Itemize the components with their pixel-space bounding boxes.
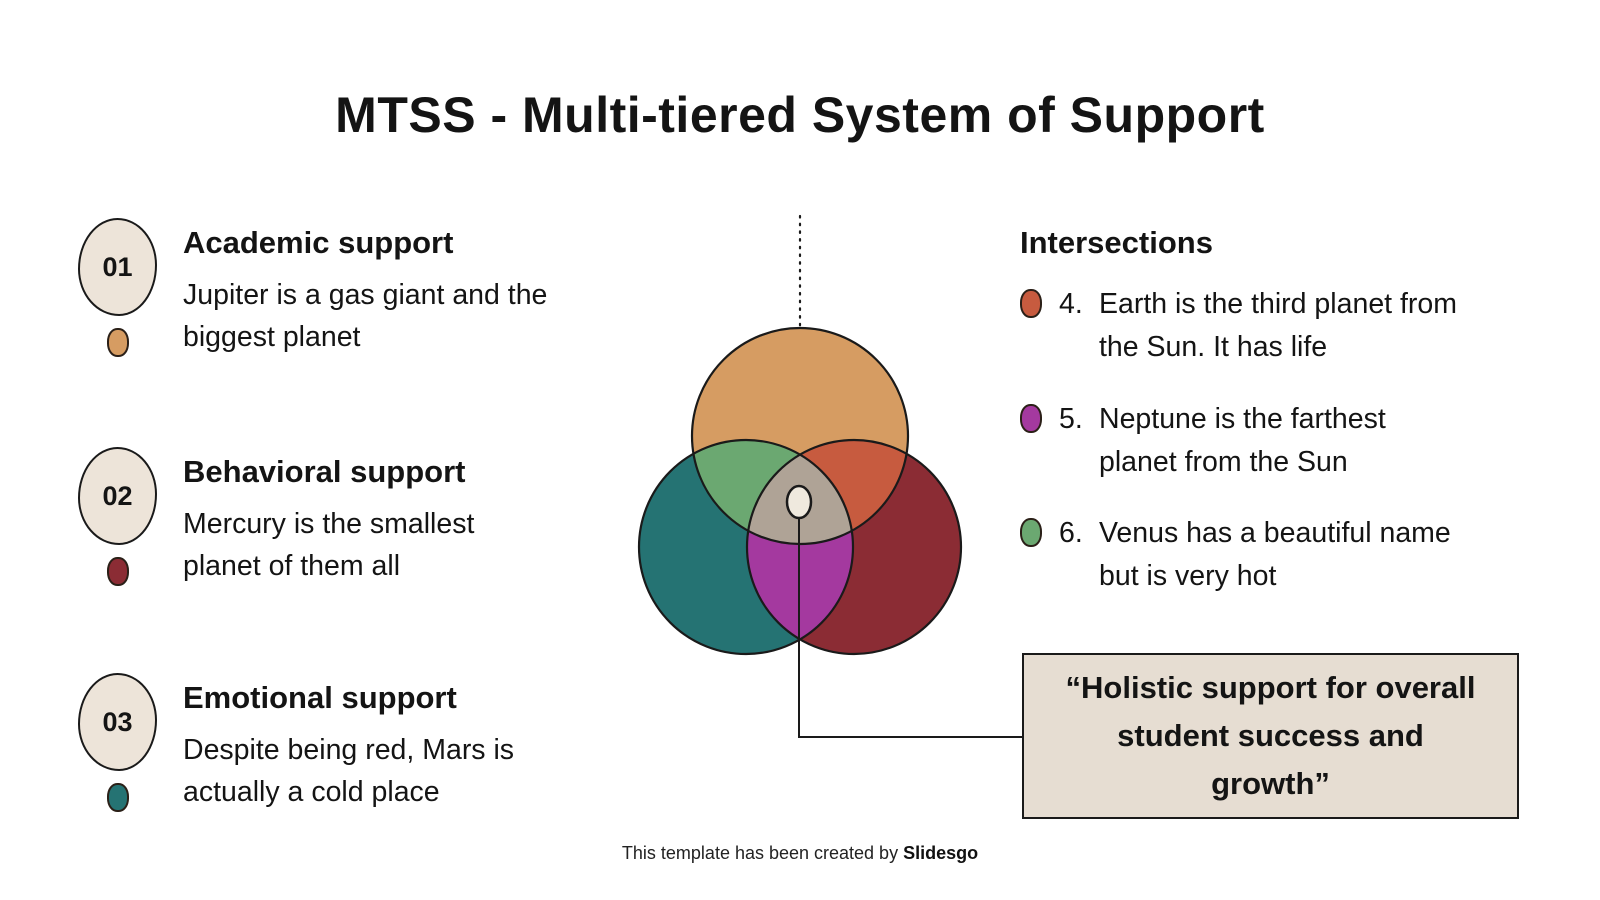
intersection-text: Neptune is the farthest planet from the … bbox=[1099, 403, 1386, 478]
tier-color-dot-emotional bbox=[107, 783, 129, 812]
tier-color-dot-academic bbox=[107, 328, 129, 357]
intersection-color-dot-earth bbox=[1020, 289, 1042, 318]
venn-outline-left bbox=[637, 438, 855, 656]
quote-box: “Holistic support for overall student su… bbox=[1022, 653, 1519, 819]
tier-description: Despite being red, Mars is actually a co… bbox=[183, 734, 515, 808]
intersection-color-dot-neptune bbox=[1020, 404, 1042, 433]
intersection-item-5: 5. Neptune is the farthest planet from t… bbox=[1020, 398, 1520, 484]
tier-title: Emotional support bbox=[183, 680, 457, 715]
intersection-text: Earth is the third planet from the Sun. … bbox=[1099, 288, 1458, 363]
venn-circle-behavioral bbox=[747, 440, 961, 654]
footer-credit-prefix: This template has been created by bbox=[621, 843, 904, 863]
tier-description: Jupiter is a gas giant and the biggest p… bbox=[183, 279, 548, 353]
tier-number: 01 bbox=[102, 251, 133, 282]
tier-number-badge: 03 bbox=[78, 673, 157, 771]
intersection-text: Venus has a beautiful name but is very h… bbox=[1099, 517, 1451, 592]
venn-circle-emotional bbox=[639, 440, 853, 654]
tier-number-badge: 01 bbox=[78, 218, 157, 316]
venn-circle-academic bbox=[692, 328, 908, 544]
tier-item-behavioral: 02 Behavioral support Mercury is the sma… bbox=[78, 447, 618, 627]
tier-title: Academic support bbox=[183, 225, 454, 260]
intersection-item-6: 6. Venus has a beautiful name but is ver… bbox=[1020, 512, 1520, 598]
footer-credit: This template has been created by Slides… bbox=[0, 843, 1600, 864]
venn-overlap-top-right bbox=[747, 440, 908, 544]
intersections-heading: Intersections bbox=[1020, 225, 1213, 260]
intersection-item-4: 4. Earth is the third planet from the Su… bbox=[1020, 283, 1520, 369]
venn-overlap-top-left bbox=[692, 440, 853, 544]
slide-title: MTSS - Multi-tiered System of Support bbox=[335, 87, 1265, 143]
intersection-number: 5. bbox=[1059, 403, 1083, 435]
venn-outline-right bbox=[745, 438, 963, 656]
tier-item-academic: 01 Academic support Jupiter is a gas gia… bbox=[78, 218, 618, 398]
quote-connector-line bbox=[798, 516, 1022, 738]
quote-text: “Holistic support for overall student su… bbox=[1065, 670, 1476, 801]
tier-color-dot-behavioral bbox=[107, 557, 129, 586]
tier-number: 02 bbox=[102, 480, 133, 511]
intersection-number: 4. bbox=[1059, 288, 1083, 320]
venn-center-dot bbox=[785, 484, 813, 520]
intersection-number: 6. bbox=[1059, 517, 1083, 549]
venn-overlap-center bbox=[747, 440, 853, 544]
tier-number-badge: 02 bbox=[78, 447, 157, 545]
venn-outline-top bbox=[690, 326, 910, 546]
tier-description: Mercury is the smallest planet of them a… bbox=[183, 508, 475, 582]
intersection-color-dot-venus bbox=[1020, 518, 1042, 547]
tier-title: Behavioral support bbox=[183, 454, 466, 489]
venn-overlap-bottom bbox=[747, 440, 853, 654]
tier-number: 03 bbox=[102, 706, 133, 737]
tier-item-emotional: 03 Emotional support Despite being red, … bbox=[78, 673, 618, 853]
footer-brand: Slidesgo bbox=[903, 843, 979, 863]
